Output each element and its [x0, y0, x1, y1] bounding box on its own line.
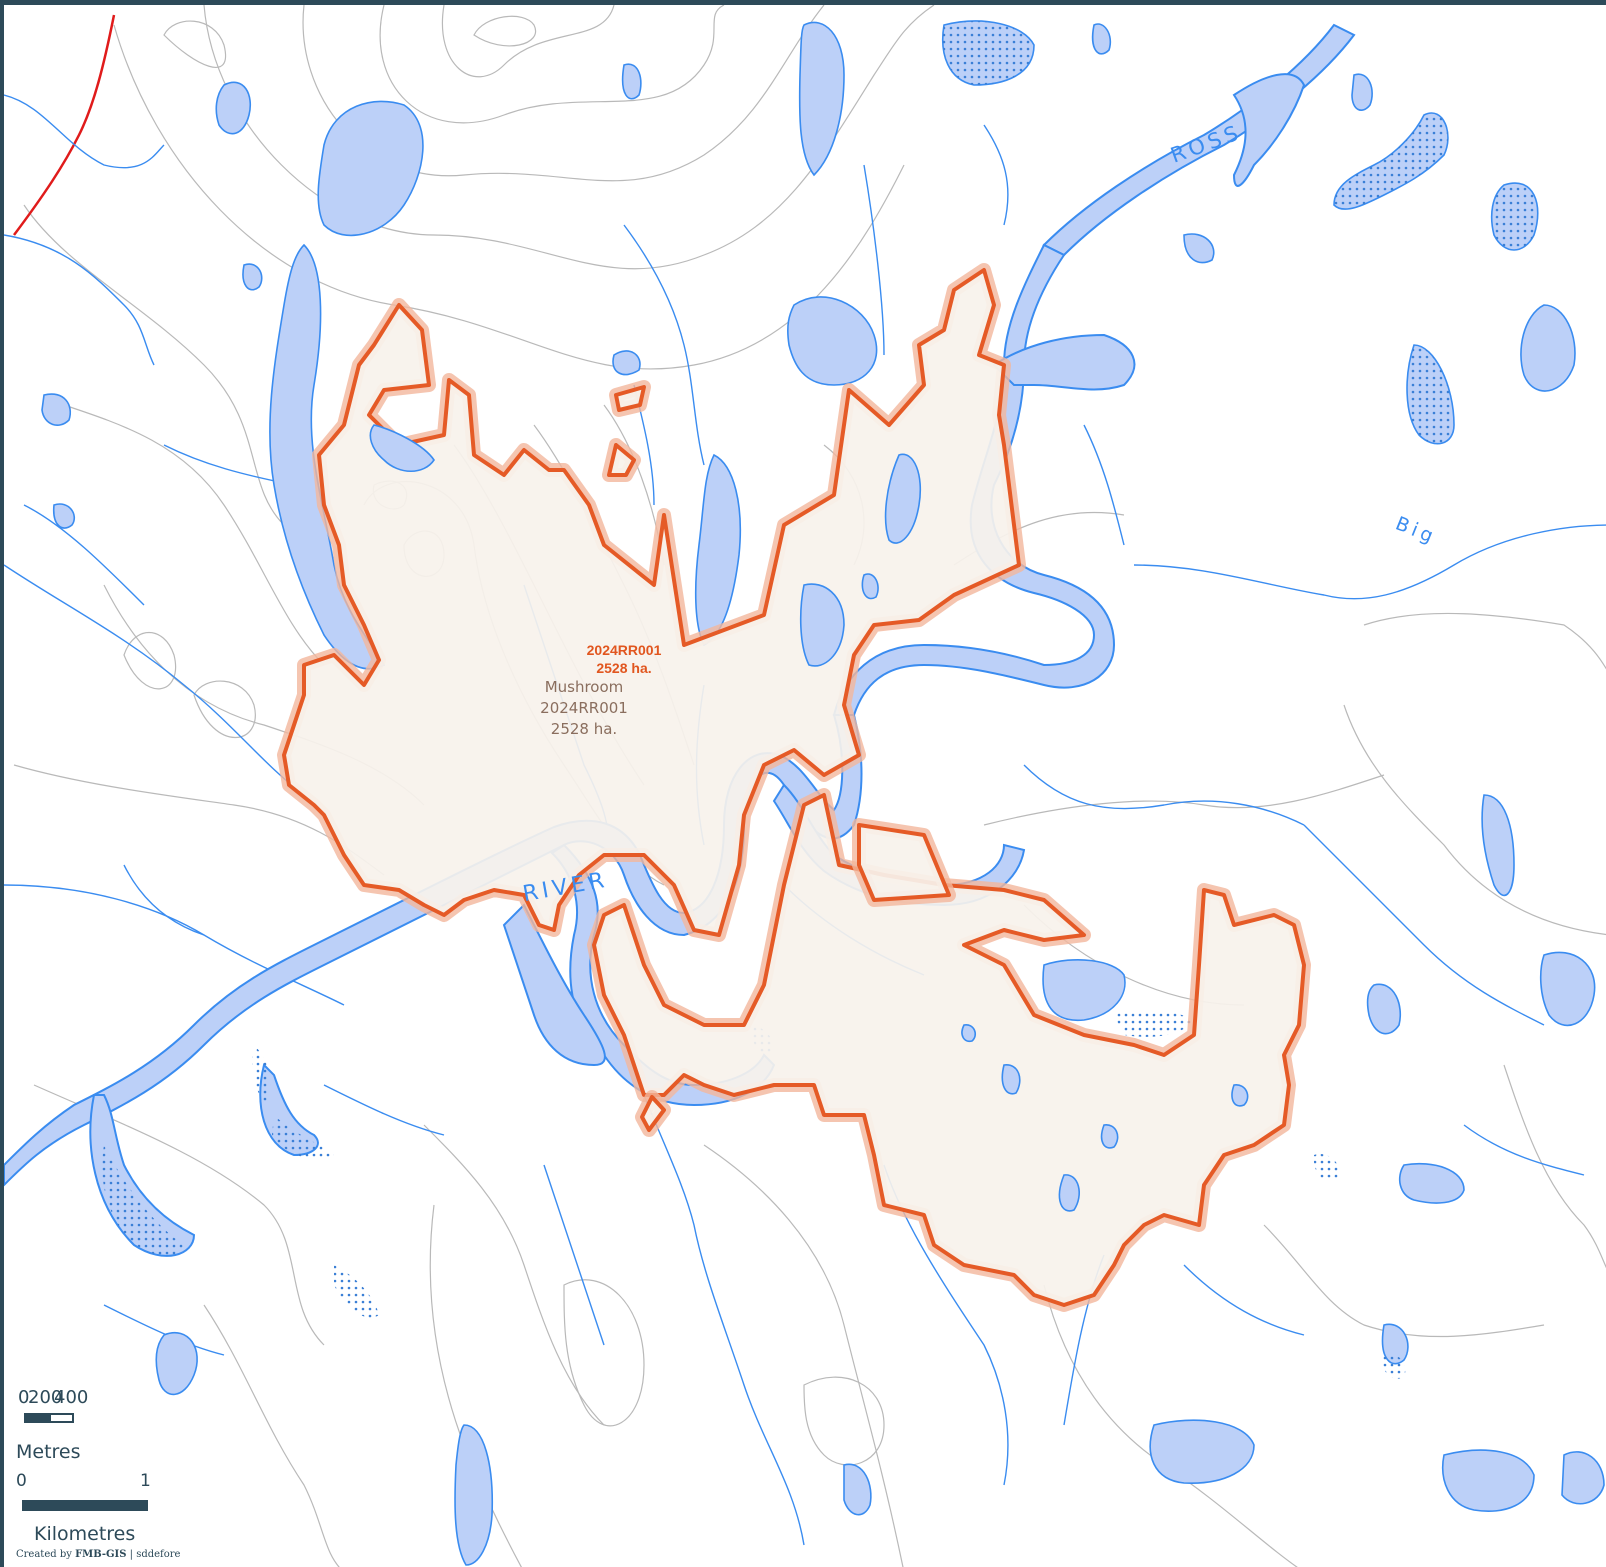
metres-tick-400: 400 [54, 1387, 89, 1408]
km-tick-start: 0 [16, 1471, 27, 1491]
water-label-ross: ROSS [1167, 120, 1245, 168]
credit-prefix: Created by [16, 1549, 76, 1560]
burned-area-lakes [369, 424, 1249, 1212]
road-line [12, 14, 116, 236]
credit-suffix: | sddefore [126, 1549, 181, 1560]
marsh-areas [102, 21, 1538, 1379]
credit-org: FMB-GIS [75, 1549, 127, 1560]
fire-id-text: 2024RR001 [586, 642, 662, 658]
km-bar [22, 1500, 148, 1511]
water-label-big: Big [1392, 512, 1440, 548]
km-unit-label: Kilometres [34, 1523, 136, 1545]
fire-id-label: 2024RR001 2528 ha. [564, 641, 684, 677]
fire-cause-area-text: 2528 ha. [550, 720, 618, 738]
fire-area-text: 2528 ha. [596, 660, 652, 676]
metres-tick-200: 200 [28, 1387, 63, 1408]
map-canvas[interactable]: ROSS RIVER Big [4, 5, 1606, 1567]
fire-perimeter[interactable] [277, 263, 1311, 1312]
fire-cause-text: Mushroom [544, 678, 624, 696]
fire-cause-label: Mushroom 2024RR001 2528 ha. [524, 677, 644, 740]
scale-bar: 0 200 400 Metres 0 1 Kilometres Created … [16, 1387, 216, 1567]
metres-tick-0: 0 [18, 1387, 30, 1408]
credit-text: Created by FMB-GIS | sddefore [16, 1549, 180, 1560]
metres-bar [24, 1413, 74, 1423]
fire-cause-id-text: 2024RR001 [540, 699, 628, 717]
km-tick-end: 1 [140, 1471, 151, 1491]
metres-unit-label: Metres [16, 1441, 81, 1463]
